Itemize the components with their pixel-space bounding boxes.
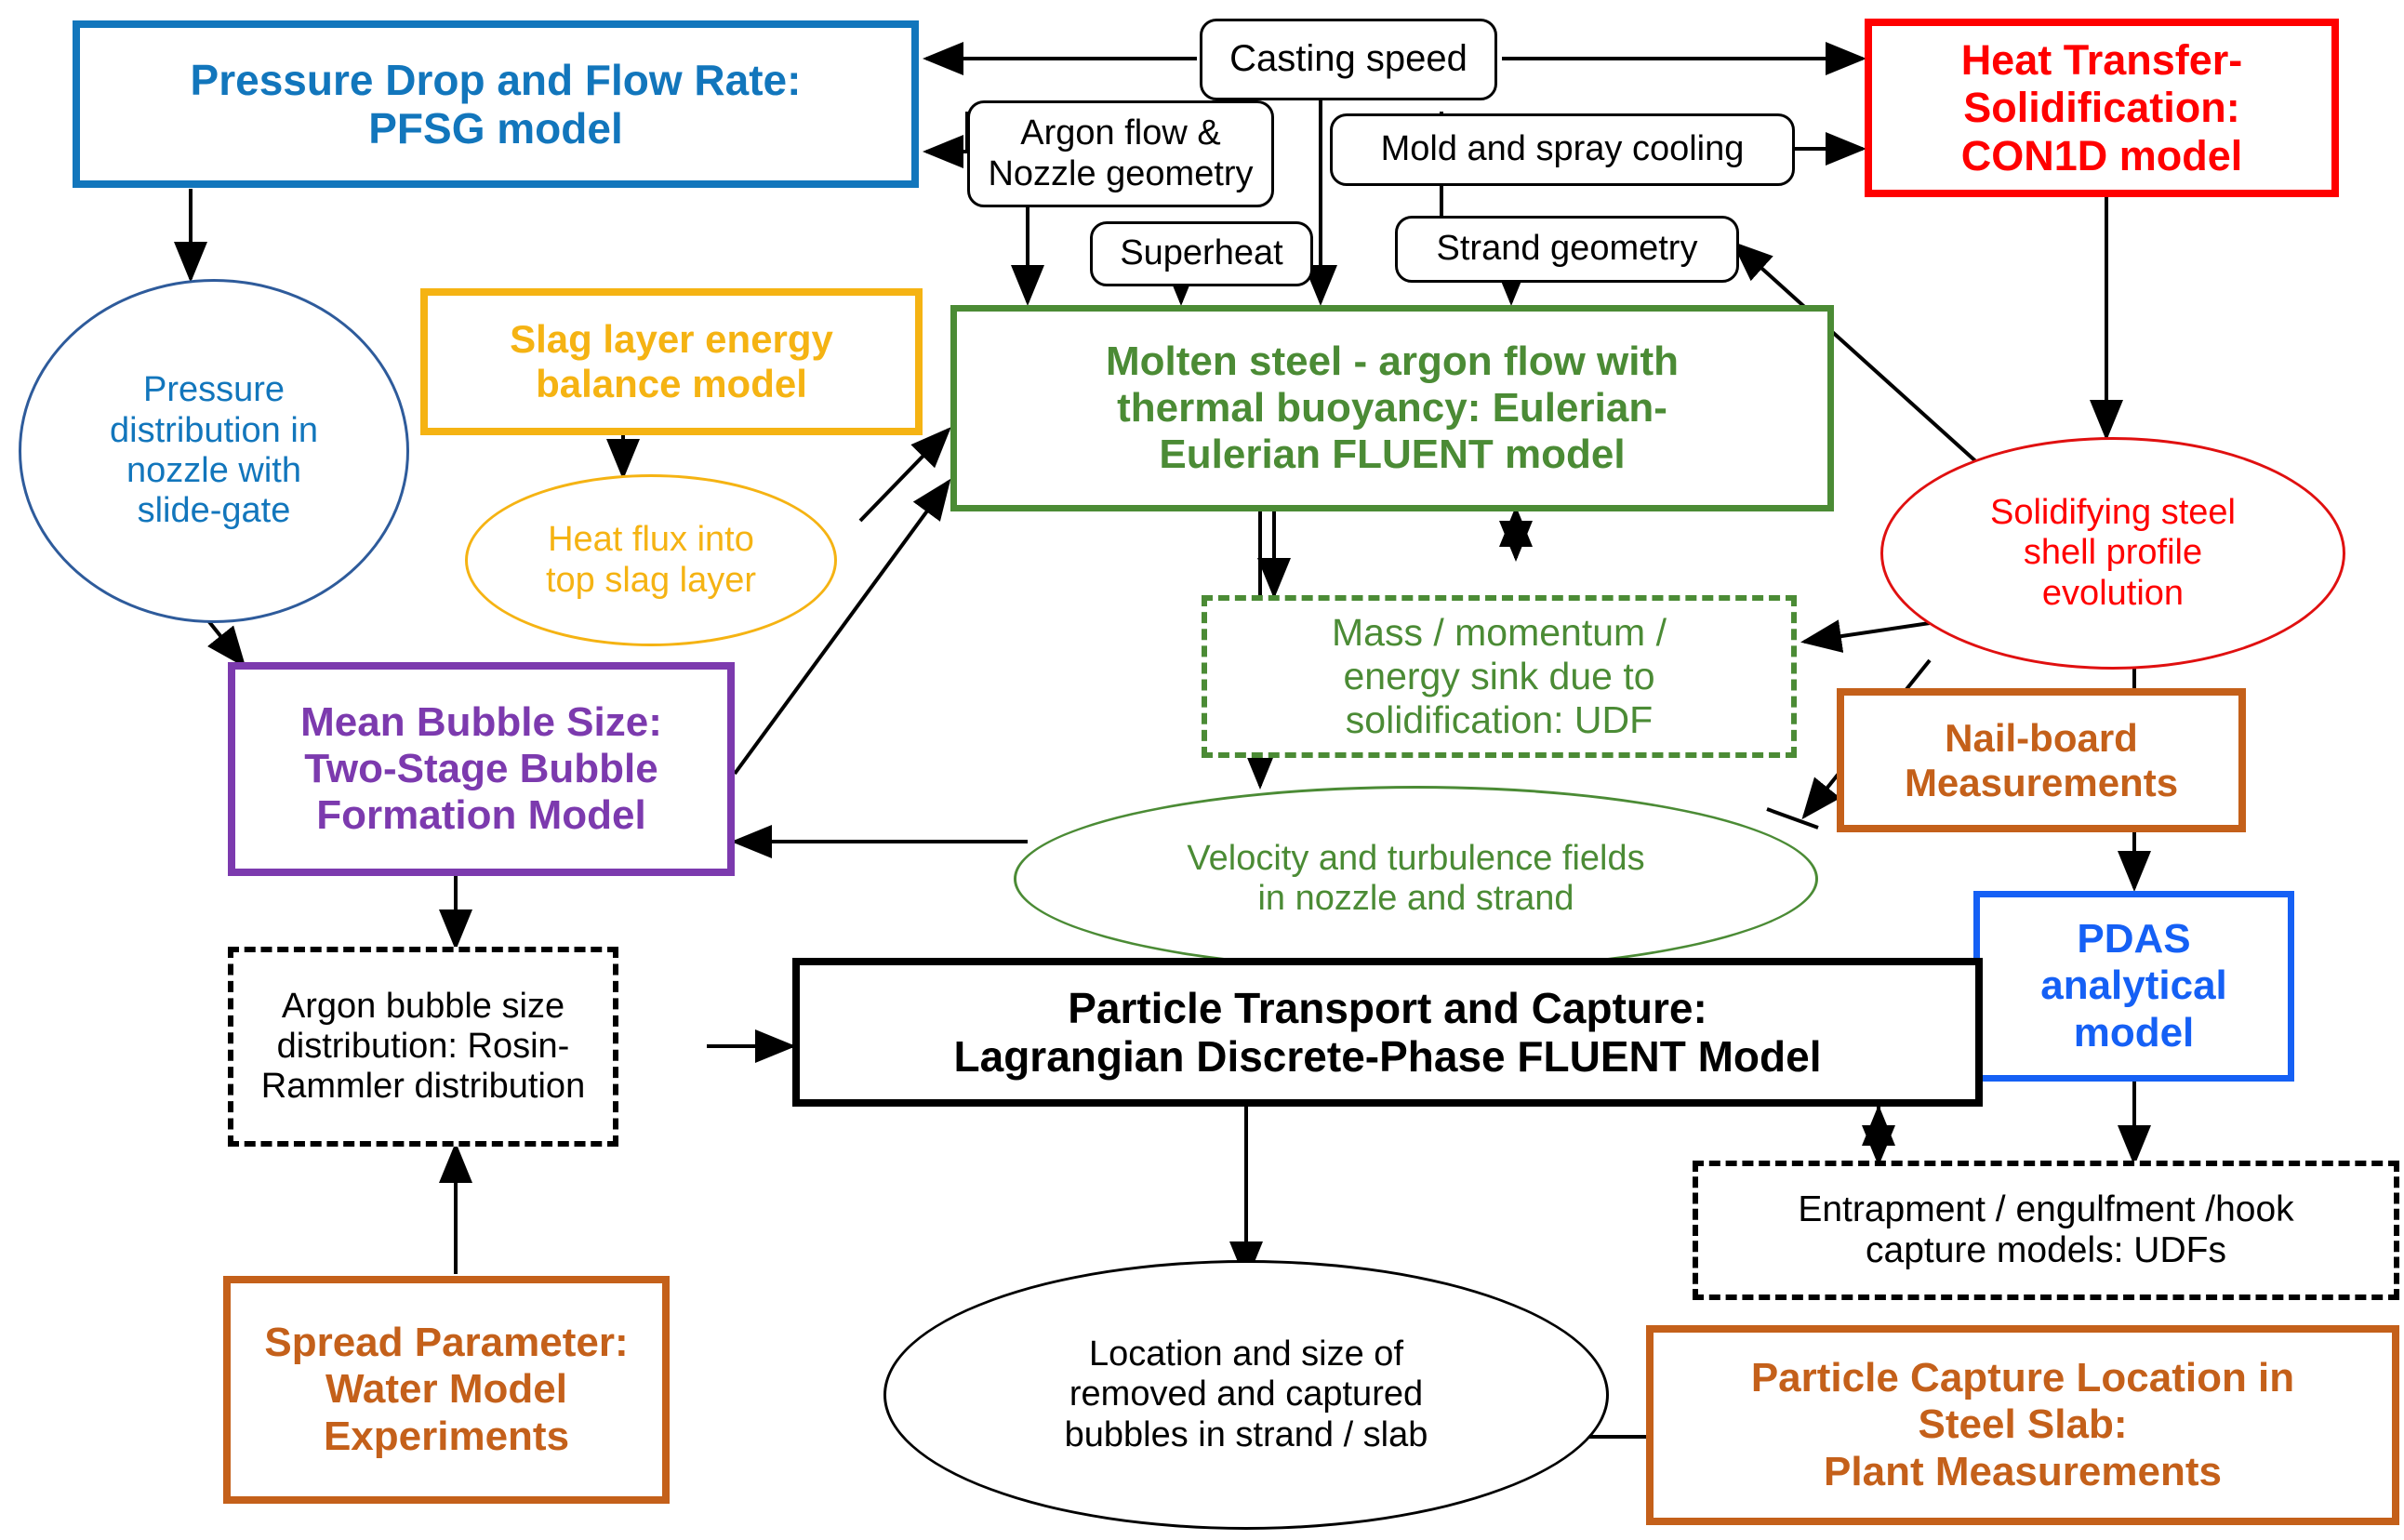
pressure-drop-flow-rate-model[interactable]: Pressure Drop and Flow Rate: PFSG model	[73, 20, 919, 188]
spread-parameter-water-model-experiments[interactable]: Spread Parameter: Water Model Experiment…	[223, 1276, 670, 1504]
argon-flow-nozzle-geometry-input[interactable]: Argon flow & Nozzle geometry	[967, 100, 1274, 207]
slag-layer-energy-balance-model[interactable]: Slag layer energy balance model	[420, 288, 923, 435]
entrapment-engulfment-hook-capture-models: Entrapment / engulfment /hook capture mo…	[1693, 1161, 2399, 1300]
velocity-turbulence-fields-output: Velocity and turbulence fields in nozzle…	[1014, 786, 1818, 972]
heat-flux-top-slag-output: Heat flux into top slag layer	[465, 474, 837, 646]
pdas-analytical-model[interactable]: PDAS analytical model	[1973, 891, 2294, 1082]
pressure-distribution-output: Pressure distribution in nozzle with sli…	[19, 279, 409, 623]
particle-transport-capture-model[interactable]: Particle Transport and Capture: Lagrangi…	[792, 958, 1983, 1107]
particle-capture-location-plant-measurements[interactable]: Particle Capture Location in Steel Slab:…	[1646, 1325, 2399, 1525]
nail-board-measurements[interactable]: Nail-board Measurements	[1837, 688, 2246, 832]
strand-geometry-input[interactable]: Strand geometry	[1395, 216, 1739, 283]
mass-momentum-energy-sink-udf: Mass / momentum / energy sink due to sol…	[1202, 595, 1797, 758]
casting-speed-input[interactable]: Casting speed	[1200, 19, 1497, 100]
argon-bubble-size-distribution: Argon bubble size distribution: Rosin- R…	[228, 947, 618, 1147]
mold-spray-cooling-input[interactable]: Mold and spray cooling	[1330, 113, 1795, 186]
location-size-bubbles-output: Location and size of removed and capture…	[883, 1260, 1609, 1530]
molten-steel-argon-flow-model[interactable]: Molten steel - argon flow with thermal b…	[950, 305, 1834, 511]
superheat-input[interactable]: Superheat	[1090, 221, 1313, 286]
heat-transfer-solidification-model[interactable]: Heat Transfer- Solidification: CON1D mod…	[1865, 19, 2339, 197]
solidifying-steel-shell-output: Solidifying steel shell profile evolutio…	[1880, 437, 2345, 670]
mean-bubble-size-model[interactable]: Mean Bubble Size: Two-Stage Bubble Forma…	[228, 662, 735, 876]
